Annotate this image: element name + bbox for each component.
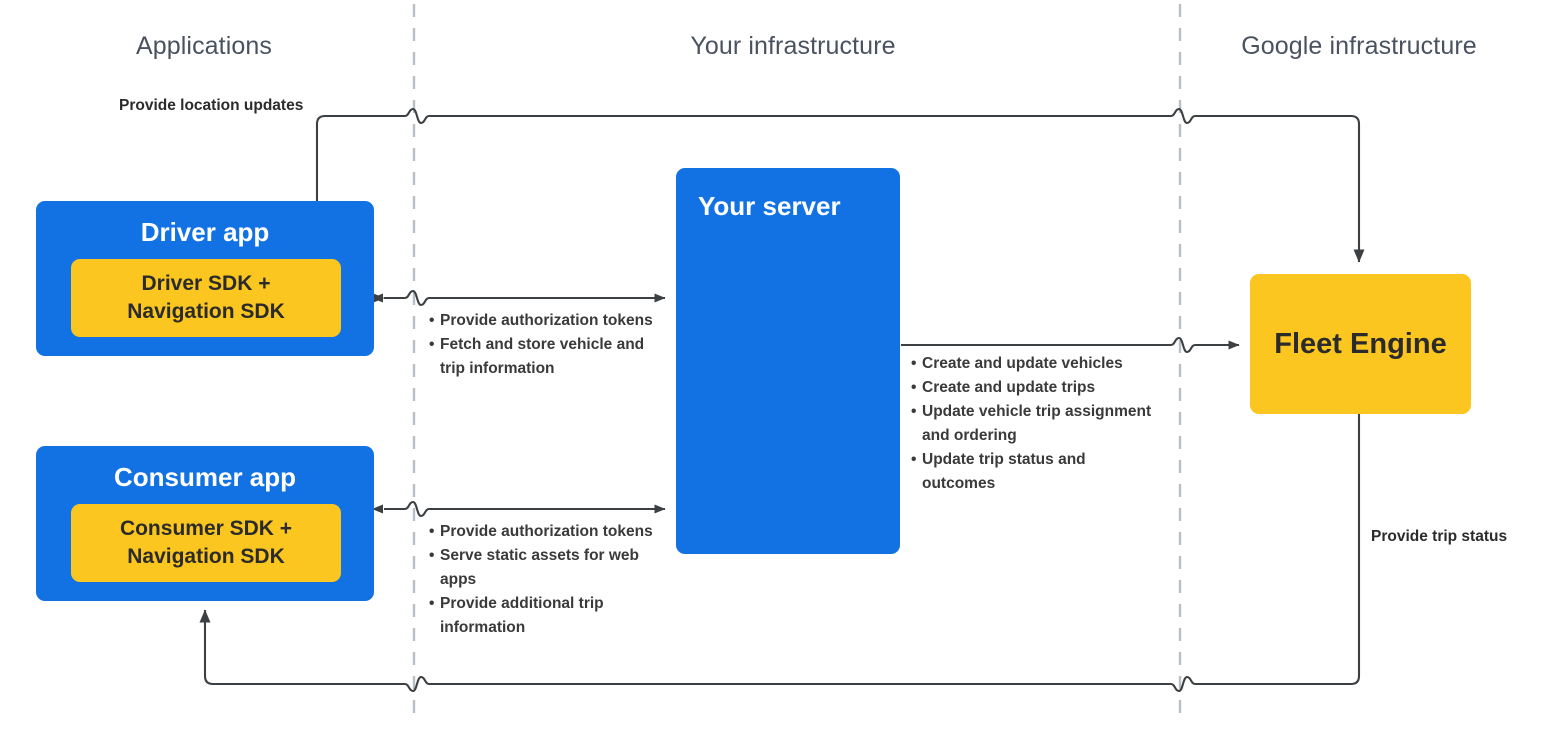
flow-driver-to-server-list: Provide authorization tokens Fetch and s… [429, 309, 661, 381]
driver-app-box[interactable]: Driver app Driver SDK + Navigation SDK [36, 201, 374, 356]
bullet-item: Update vehicle trip assignment and order… [911, 400, 1159, 448]
bullet-item: Create and update trips [911, 376, 1159, 400]
column-header-applications: Applications [135, 32, 272, 60]
flow-consumer-to-server-list: Provide authorization tokens Serve stati… [429, 520, 653, 640]
driver-app-title: Driver app [140, 217, 270, 247]
consumer-sdk-line-1: Consumer SDK + [119, 517, 293, 541]
consumer-app-title: Consumer app [113, 462, 297, 492]
bullet-item: Provide additional trip information [429, 592, 653, 640]
wire-driver-server [373, 289, 666, 307]
label-provide-location-updates: Provide location updates [119, 97, 304, 114]
consumer-sdk-line-2: Navigation SDK [127, 545, 285, 568]
bullet-item: Update trip status and outcomes [911, 448, 1159, 496]
driver-sdk-box[interactable]: Driver SDK + Navigation SDK [71, 259, 341, 337]
wire-consumer-server [384, 500, 666, 518]
your-server-title: Your server [698, 191, 841, 221]
driver-sdk-line-2: Navigation SDK [127, 300, 285, 323]
wire-server-engine [901, 336, 1240, 354]
bullet-item: Provide authorization tokens [429, 520, 653, 544]
bullet-item: Create and update vehicles [911, 352, 1159, 376]
bullet-item: Serve static assets for web apps [429, 544, 653, 592]
fleet-engine-box[interactable]: Fleet Engine [1250, 274, 1471, 414]
column-header-your-infrastructure: Your infrastructure [690, 32, 896, 60]
bullet-item: Fetch and store vehicle and trip informa… [429, 333, 661, 381]
driver-sdk-line-1: Driver SDK + [141, 272, 271, 296]
column-header-google-infrastructure: Google infrastructure [1241, 32, 1477, 60]
your-server-box[interactable]: Your server [676, 168, 900, 554]
consumer-sdk-box[interactable]: Consumer SDK + Navigation SDK [71, 504, 341, 582]
label-provide-trip-status: Provide trip status [1371, 528, 1508, 545]
bullet-item: Provide authorization tokens [429, 309, 661, 333]
flow-server-to-engine-list: Create and update vehicles Create and up… [911, 352, 1159, 496]
consumer-app-box[interactable]: Consumer app Consumer SDK + Navigation S… [36, 446, 374, 601]
